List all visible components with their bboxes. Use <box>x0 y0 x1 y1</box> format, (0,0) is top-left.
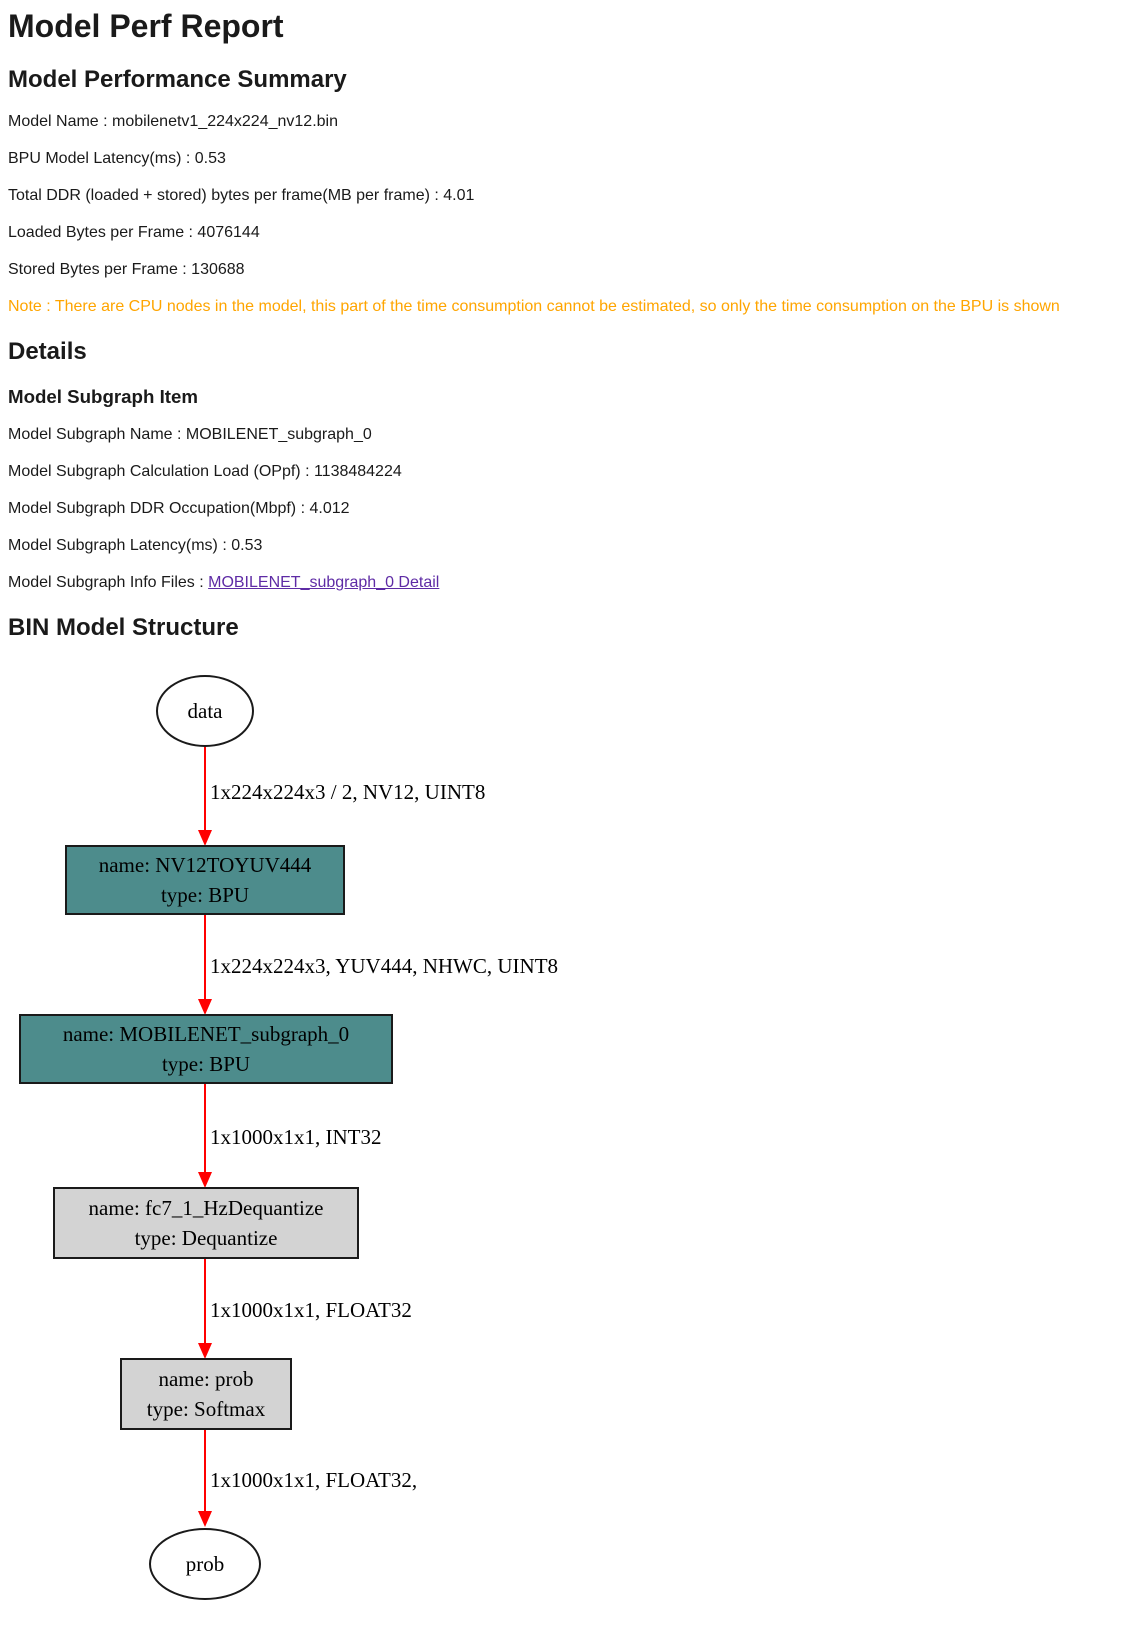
cpu-note: Note : There are CPU nodes in the model,… <box>8 298 1060 315</box>
subgraph-row-info-files: Model Subgraph Info Files : MOBILENET_su… <box>8 573 1119 593</box>
graph-node-fc7-1-hzdequantize-name: name: fc7_1_HzDequantize <box>88 1196 324 1220</box>
graph-node-prob-softmax: name: prob type: Softmax <box>120 1358 292 1430</box>
summary-row-loaded-bytes: Loaded Bytes per Frame : 4076144 <box>8 224 260 241</box>
graph-node-nv12toyuv444: name: NV12TOYUV444 type: BPU <box>65 845 345 915</box>
edge-line-4 <box>204 1259 206 1344</box>
edge-line-2 <box>204 915 206 1000</box>
summary-row-total-ddr: Total DDR (loaded + stored) bytes per fr… <box>8 187 475 204</box>
summary-row-model-name: Model Name : mobilenetv1_224x224_nv12.bi… <box>8 113 338 130</box>
subgraph-row-name: Model Subgraph Name : MOBILENET_subgraph… <box>8 426 372 443</box>
edge-line-1 <box>204 747 206 832</box>
summary-row-bpu-latency: BPU Model Latency(ms) : 0.53 <box>8 150 226 167</box>
graph-node-fc7-1-hzdequantize: name: fc7_1_HzDequantize type: Dequantiz… <box>53 1187 359 1259</box>
summary-row-stored-bytes: Stored Bytes per Frame : 130688 <box>8 261 245 278</box>
details-heading: Details <box>8 338 87 365</box>
edge-label-1: 1x224x224x3 / 2, NV12, UINT8 <box>210 780 486 804</box>
bin-structure-heading: BIN Model Structure <box>8 614 239 641</box>
subgraph-row-latency: Model Subgraph Latency(ms) : 0.53 <box>8 537 263 554</box>
info-files-label: Model Subgraph Info Files : <box>8 574 209 591</box>
arrowhead-icon-1 <box>198 830 212 846</box>
summary-heading: Model Performance Summary <box>8 66 347 93</box>
subgraph-detail-link[interactable]: MOBILENET_subgraph_0 Detail <box>208 574 440 591</box>
bin-model-structure-diagram: data 1x224x224x3 / 2, NV12, UINT8 name: … <box>8 660 728 1612</box>
subgraph-row-ddr-occupation: Model Subgraph DDR Occupation(Mbpf) : 4.… <box>8 500 350 517</box>
edge-label-5: 1x1000x1x1, FLOAT32, <box>210 1468 418 1492</box>
graph-node-data-label: data <box>187 698 223 723</box>
arrowhead-icon-3 <box>198 1172 212 1188</box>
edge-label-4: 1x1000x1x1, FLOAT32 <box>210 1298 412 1322</box>
graph-node-prob-softmax-type: type: Softmax <box>146 1397 266 1421</box>
edge-label-2: 1x224x224x3, YUV444, NHWC, UINT8 <box>210 954 559 978</box>
graph-node-mobilenet-subgraph-0-type: type: BPU <box>161 1052 251 1076</box>
graph-node-nv12toyuv444-type: type: BPU <box>160 883 250 907</box>
graph-node-data: data <box>156 675 254 747</box>
graph-node-prob-softmax-name: name: prob <box>158 1367 254 1391</box>
graph-node-mobilenet-subgraph-0: name: MOBILENET_subgraph_0 type: BPU <box>19 1014 393 1084</box>
edge-label-3: 1x1000x1x1, INT32 <box>210 1125 382 1149</box>
arrowhead-icon-5 <box>198 1511 212 1527</box>
edge-line-3 <box>204 1084 206 1173</box>
graph-node-prob: prob <box>149 1528 261 1600</box>
graph-node-mobilenet-subgraph-0-name: name: MOBILENET_subgraph_0 <box>62 1022 350 1046</box>
arrowhead-icon-2 <box>198 999 212 1015</box>
graph-node-fc7-1-hzdequantize-type: type: Dequantize <box>134 1226 278 1250</box>
arrowhead-icon-4 <box>198 1343 212 1359</box>
graph-node-prob-label: prob <box>185 1551 225 1576</box>
graph-node-nv12toyuv444-name: name: NV12TOYUV444 <box>98 853 312 877</box>
page-title: Model Perf Report <box>8 8 284 44</box>
subgraph-item-heading: Model Subgraph Item <box>8 386 198 407</box>
edge-line-5 <box>204 1430 206 1512</box>
subgraph-row-calc-load: Model Subgraph Calculation Load (OPpf) :… <box>8 463 402 480</box>
